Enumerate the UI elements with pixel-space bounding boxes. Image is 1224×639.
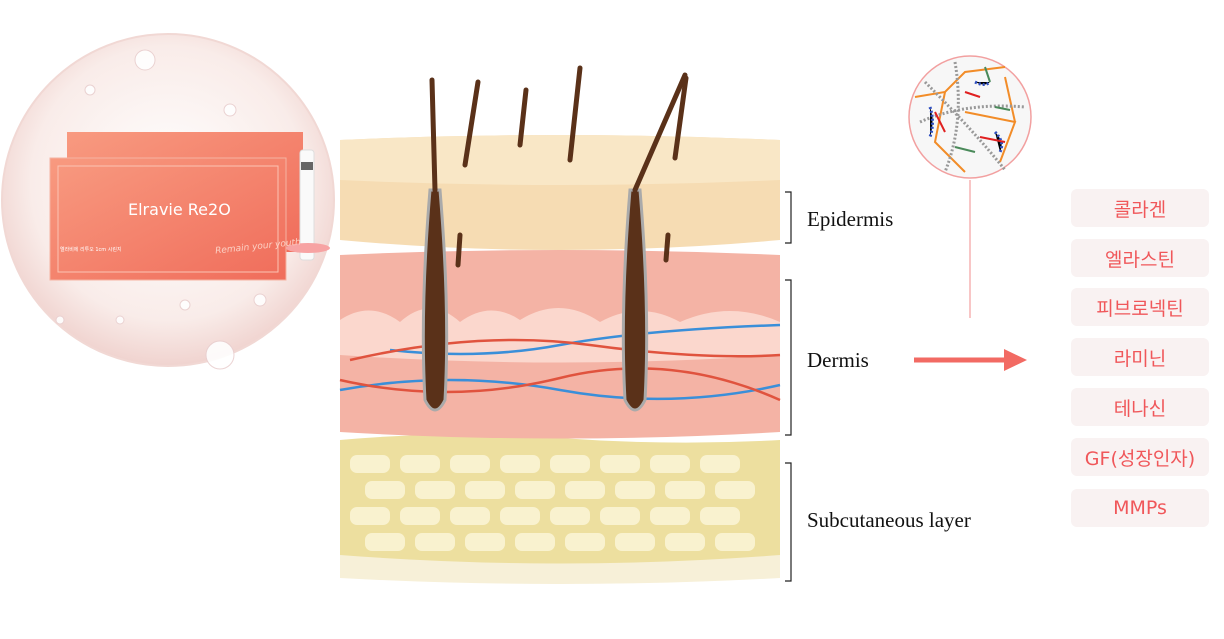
component-elastin: 엘라스틴 <box>1071 239 1209 277</box>
product-bubble <box>1 33 335 370</box>
extracellular-matrix-magnifier <box>908 55 1032 318</box>
component-laminin: 라미닌 <box>1071 338 1209 376</box>
layer-brackets <box>785 191 792 582</box>
skin-diagram <box>339 65 781 584</box>
arrow-right-icon <box>914 349 1027 371</box>
component-fibronectin: 피브로넥틴 <box>1071 288 1209 326</box>
component-mmps: MMPs <box>1071 489 1209 527</box>
layer-label-dermis: Dermis <box>807 348 869 372</box>
component-growth-factor: GF(성장인자) <box>1071 438 1209 476</box>
layer-label-epidermis: Epidermis <box>807 207 894 231</box>
product-brand-text: Elravie Re2O <box>128 200 231 219</box>
component-collagen: 콜라겐 <box>1071 189 1209 227</box>
layer-label-subcutaneous: Subcutaneous layer <box>807 508 971 532</box>
component-tenascin: 테나신 <box>1071 388 1209 426</box>
product-box-text: 엘라비에 리투오 1cm 시린지 <box>60 247 122 253</box>
